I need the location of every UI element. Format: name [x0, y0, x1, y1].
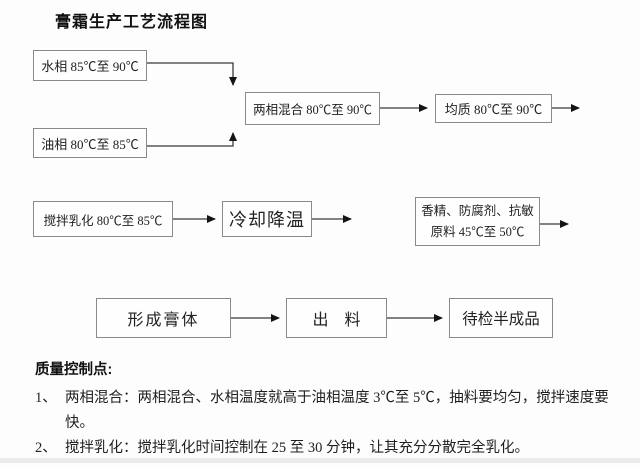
- flow-box-homogenize: 均质 80℃至 90℃: [435, 94, 552, 123]
- quality-control-item-2: 2、 搅拌乳化：搅拌乳化时间控制在 25 至 30 分钟，让其充分分散完全乳化。: [35, 436, 627, 461]
- quality-control-heading: 质量控制点:: [35, 362, 113, 378]
- flow-box-stir-emulsify-label: 搅拌乳化 80℃至 85℃: [43, 213, 163, 228]
- quality-control-item-1-number: 1、: [35, 390, 57, 406]
- flow-box-two-phase-mixing-label: 两相混合 80℃至 90℃: [253, 103, 372, 117]
- quality-control-item-2-number: 2、: [35, 440, 57, 456]
- flow-box-semi-finished-label: 待检半成品: [462, 311, 540, 328]
- flow-box-cooling-label: 冷却降温: [229, 210, 305, 230]
- flow-box-form-paste: 形成膏体: [96, 298, 231, 338]
- flow-box-additives: 香精、防腐剂、抗敏 原料 45℃至 50℃: [415, 197, 540, 246]
- arrow-oil-to-mix: [147, 132, 237, 147]
- flow-box-water-phase-label: 水相 85℃至 90℃: [41, 59, 139, 74]
- quality-control-item-1-text: 两相混合：两相混合、水相温度就高于油相温度 3℃至 5℃，抽料要均匀，搅拌速度要…: [65, 390, 609, 431]
- flow-box-two-phase-mixing: 两相混合 80℃至 90℃: [245, 92, 380, 125]
- flow-box-homogenize-label: 均质 80℃至 90℃: [444, 102, 543, 117]
- flow-box-discharge: 出 料: [286, 298, 387, 338]
- flow-box-discharge-label: 出 料: [312, 312, 361, 329]
- flow-box-stir-emulsify: 搅拌乳化 80℃至 85℃: [33, 201, 173, 237]
- flow-box-cooling: 冷却降温: [222, 201, 312, 237]
- scan-artifact-line: [0, 458, 640, 463]
- flow-box-additives-line1: 香精、防腐剂、抗敏: [421, 203, 534, 218]
- flow-box-oil-phase: 油相 80℃至 85℃: [33, 128, 147, 158]
- page-title: 膏霜生产工艺流程图: [55, 14, 209, 31]
- flow-box-additives-line2: 原料 45℃至 50℃: [430, 224, 525, 239]
- flow-box-semi-finished: 待检半成品: [449, 298, 553, 338]
- quality-control-notes: 质量控制点: 1、 两相混合：两相混合、水相温度就高于油相温度 3℃至 5℃，抽…: [35, 358, 627, 461]
- flow-box-form-paste-label: 形成膏体: [127, 312, 200, 329]
- flow-box-oil-phase-label: 油相 80℃至 85℃: [41, 136, 139, 152]
- quality-control-item-2-text: 搅拌乳化：搅拌乳化时间控制在 25 至 30 分钟，让其充分分散完全乳化。: [65, 440, 529, 456]
- arrow-water-to-mix: [147, 62, 237, 86]
- flow-box-water-phase: 水相 85℃至 90℃: [33, 50, 147, 81]
- quality-control-item-1: 1、 两相混合：两相混合、水相温度就高于油相温度 3℃至 5℃，抽料要均匀，搅拌…: [35, 386, 627, 436]
